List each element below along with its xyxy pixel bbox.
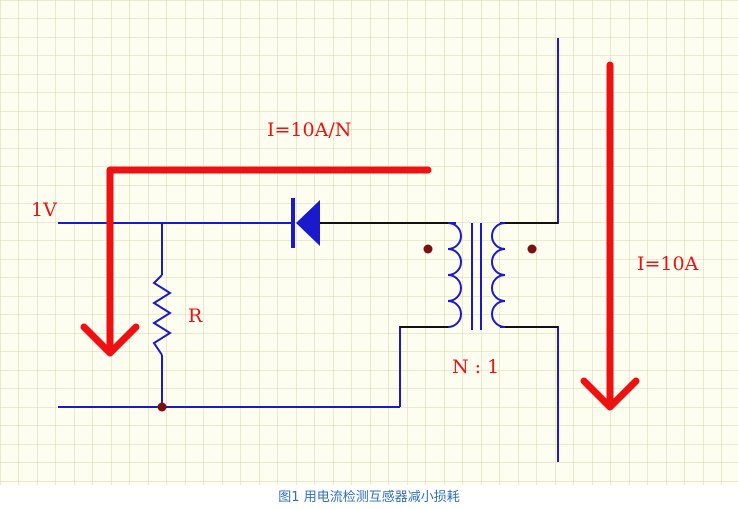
- resistor-label: R: [188, 305, 203, 327]
- junction-dots: [157, 244, 537, 412]
- diode-icon: [291, 198, 320, 248]
- primary-coil: [491, 222, 506, 328]
- secondary-current-arrow: [106, 166, 432, 354]
- junction-dot: [157, 402, 167, 412]
- figure-caption: 图1 用电流检测互感器减小损耗: [278, 490, 460, 505]
- polarity-dot-primary: [527, 244, 537, 254]
- primary-current-label: I=10A: [637, 253, 699, 275]
- current-arrows: [80, 61, 640, 411]
- primary-arrow-head: [580, 377, 640, 411]
- voltage-label: 1V: [31, 199, 57, 221]
- polarity-dot-secondary: [423, 244, 433, 254]
- resistor-icon: [152, 274, 172, 356]
- secondary-current-label: I=10A/N: [267, 119, 351, 141]
- transformer-icon: [447, 222, 506, 330]
- black-wires: [320, 222, 558, 328]
- secondary-coil: [447, 222, 462, 328]
- turns-ratio-label: N : 1: [452, 356, 499, 378]
- secondary-arrow-head: [80, 323, 140, 357]
- circuit-schematic: 1V R I=10A/N I=10A N : 1: [0, 0, 738, 485]
